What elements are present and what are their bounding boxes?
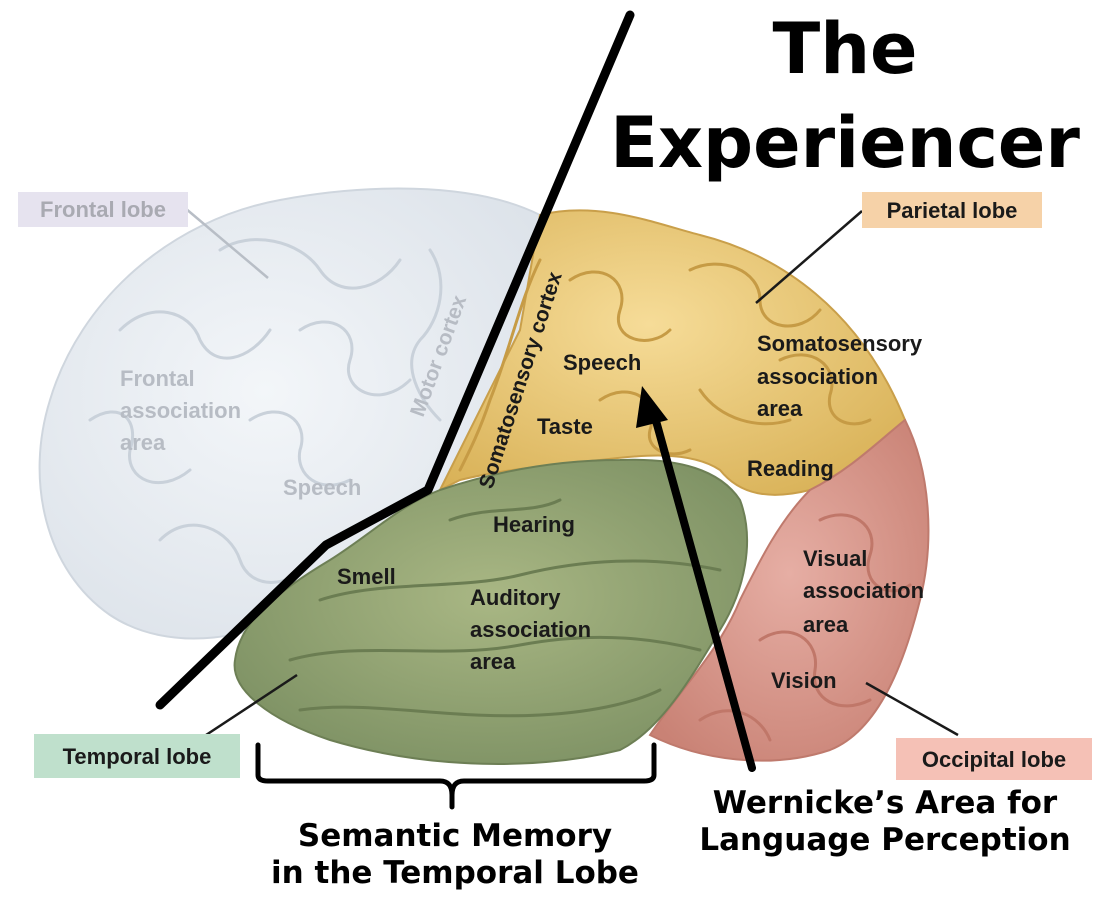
frontal-leader-line [184, 207, 269, 279]
temporal-lobe-tag: Temporal lobe [63, 744, 212, 769]
wernicke-arrow [649, 406, 756, 772]
divider-line [155, 10, 635, 710]
temporal-gyri [288, 498, 722, 718]
wernicke-caption-line-1: Wernicke’s Area for [712, 785, 1058, 821]
semantic-caption-line-1: Semantic Memory [297, 818, 613, 854]
frontal-lobe-tag-box [18, 192, 188, 227]
parietal-leader-line [755, 210, 863, 304]
occipital-lobe-tag-box [896, 738, 1092, 780]
speech-label: Speech [563, 350, 641, 375]
visual-association-label: Visual association area [803, 546, 930, 637]
reading-label: Reading [747, 456, 834, 481]
auditory-association-label: Auditory association area [470, 585, 597, 674]
page-title: The Experiencer [600, 14, 1090, 178]
semantic-memory-caption: Semantic Memory in the Temporal Lobe [240, 818, 670, 892]
wernicke-caption: Wernicke’s Area for Language Perception [680, 785, 1090, 859]
wernicke-caption-line-2: Language Perception [699, 822, 1071, 859]
semantic-brace [255, 742, 657, 810]
hearing-label: Hearing [493, 512, 575, 537]
taste-label: Taste [537, 414, 593, 439]
somatosensory-association-label: Somatosensory association area [757, 331, 928, 421]
semantic-caption-line-2: in the Temporal Lobe [271, 855, 639, 892]
temporal-lobe-tag-box [34, 734, 240, 778]
frontal-association-label: Frontal association area [120, 366, 247, 455]
frontal-gyri [88, 238, 443, 584]
parietal-lobe-tag-box [862, 192, 1042, 228]
frontal-speech-label: Speech [283, 475, 361, 500]
smell-label: Smell [337, 564, 396, 589]
vision-label: Vision [771, 668, 837, 693]
occipital-lobe-region [648, 418, 930, 762]
frontal-lobe-tag: Frontal lobe [40, 197, 166, 222]
occipital-leader-line [865, 681, 959, 737]
occipital-lobe-tag: Occipital lobe [922, 747, 1066, 772]
parietal-lobe-tag: Parietal lobe [887, 198, 1018, 223]
frontal-lobe-region [38, 187, 542, 640]
title-line-2: Experiencer [610, 102, 1080, 184]
wernicke-arrowhead [636, 386, 668, 428]
temporal-leader-line [202, 673, 298, 739]
occipital-gyri [698, 513, 912, 742]
title-line-1: The [772, 8, 918, 90]
